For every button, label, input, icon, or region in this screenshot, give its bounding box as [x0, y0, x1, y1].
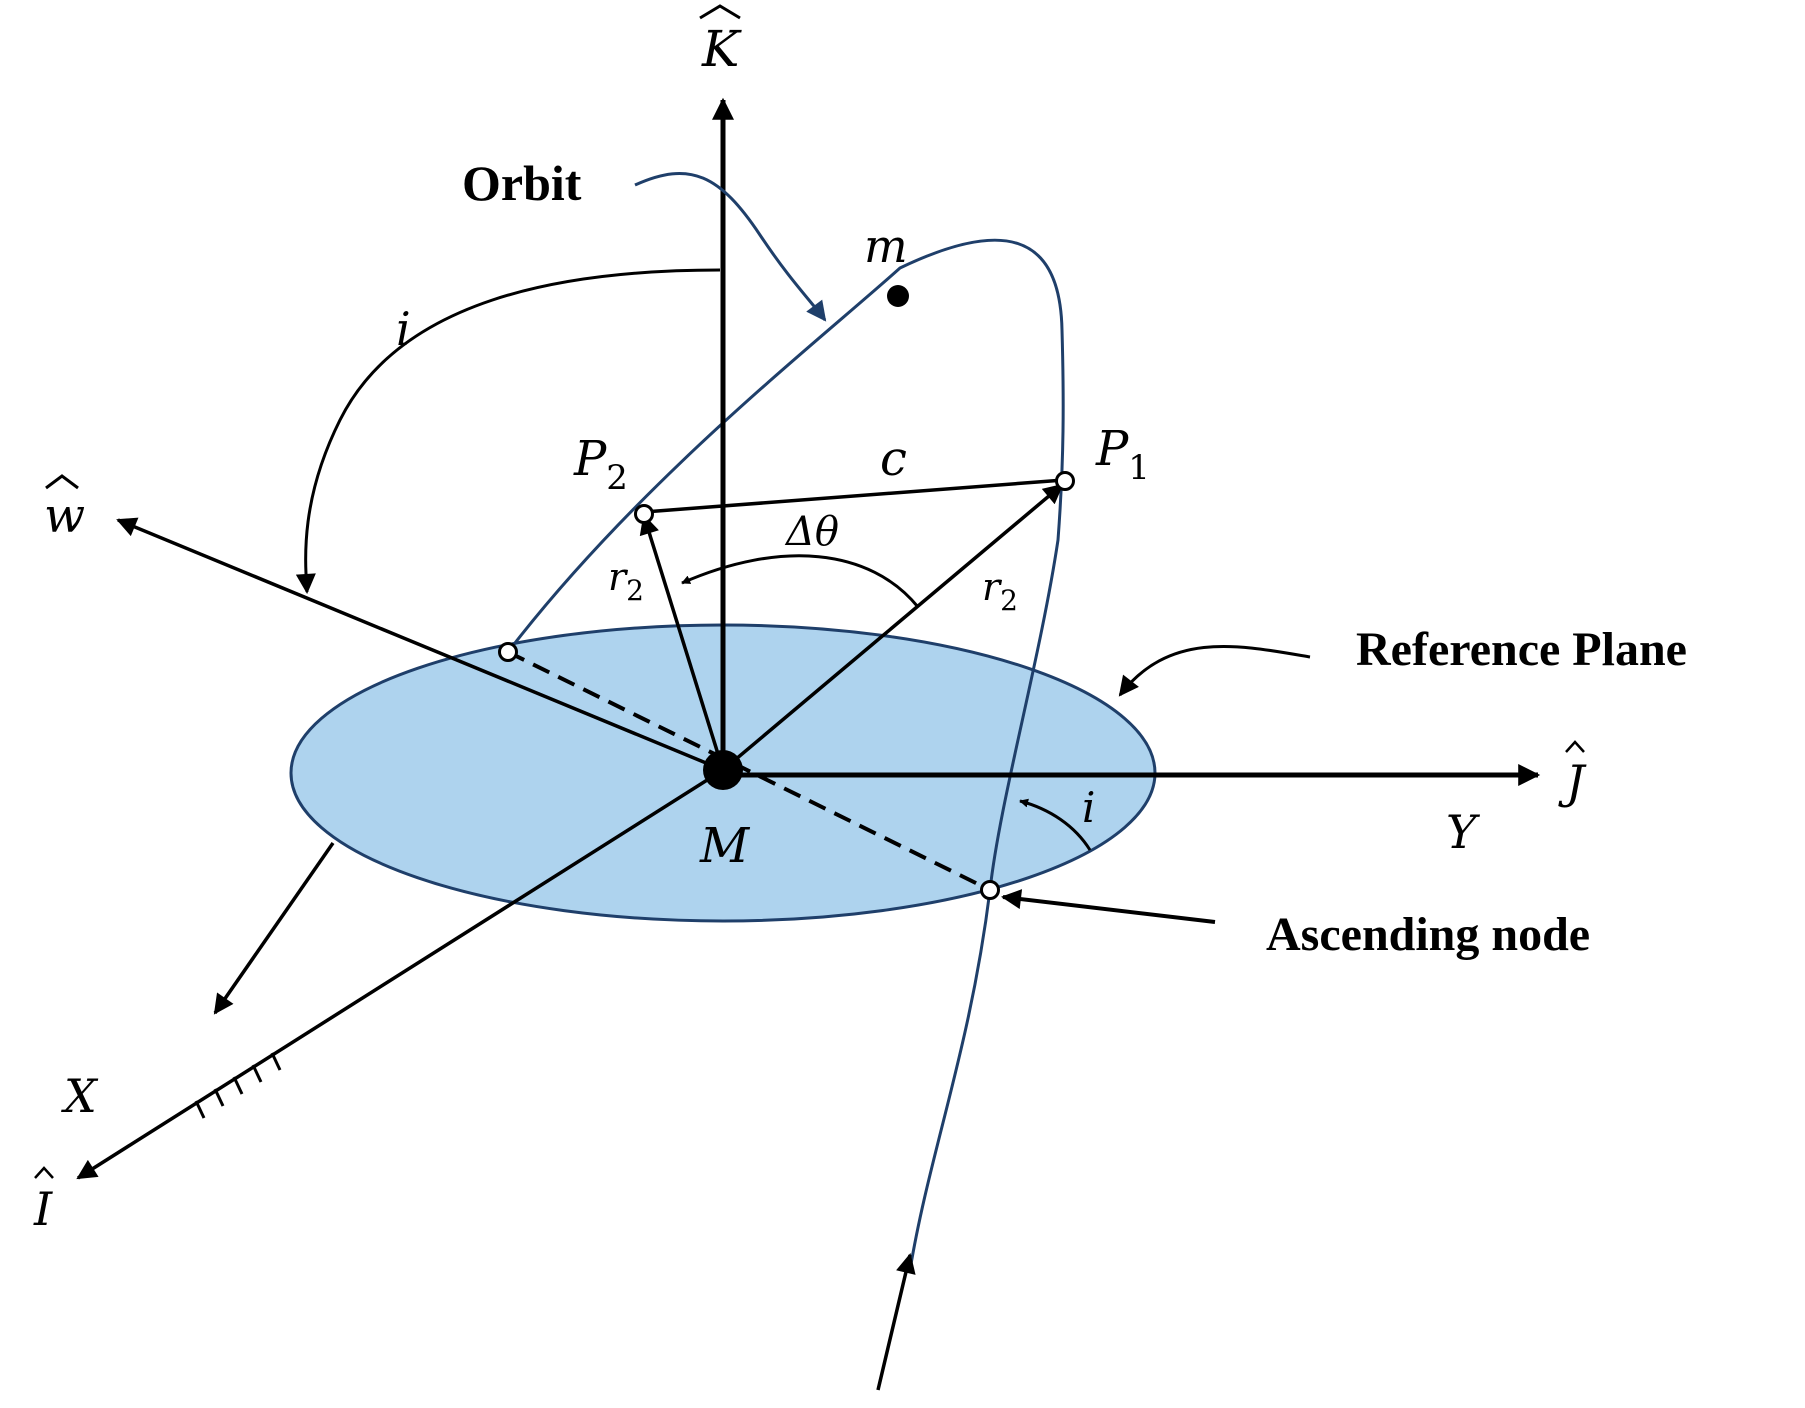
P1-label: P1: [1095, 421, 1150, 488]
reference-plane-arrow: [1118, 644, 1311, 697]
orbit-incoming-arrow: [876, 1253, 916, 1391]
r2-right-label: r2: [982, 565, 1018, 617]
i-axis: [76, 768, 724, 1180]
r2-left-vector: [639, 514, 725, 771]
point-P1: [1055, 471, 1075, 491]
P2-label: P2: [573, 431, 628, 498]
j-axis-label: J: [1558, 755, 1587, 809]
i-axis-label: I: [33, 1182, 53, 1236]
delta-theta-arc: [681, 554, 920, 608]
chord-line: [643, 478, 1065, 514]
w-hat: [45, 474, 79, 490]
ascending-node-point: [980, 880, 1000, 900]
descending-node-point: [498, 642, 518, 662]
j-hat: [1565, 740, 1585, 753]
orbit-label-arrow: [634, 171, 827, 322]
central-body-M: [703, 750, 743, 790]
center-M-label: M: [699, 818, 751, 874]
k-axis-label: K: [701, 20, 742, 78]
x-label: X: [61, 1069, 99, 1123]
inclination-arc-top: [295, 268, 721, 594]
ascending-node-arrow: [1001, 889, 1216, 924]
mass-m-label: m: [864, 219, 908, 273]
r2-right-vector: [721, 483, 1064, 772]
w-axis: [116, 517, 724, 772]
w-axis-label: w: [44, 488, 85, 544]
line-of-nodes: [507, 650, 991, 892]
y-label: Y: [1446, 805, 1481, 859]
mass-m-point: [887, 285, 909, 307]
reference-plane-label: Reference Plane: [1356, 623, 1687, 676]
delta-theta-label: Δθ: [784, 509, 839, 555]
point-P2: [634, 504, 654, 524]
chord-c-label: c: [880, 431, 907, 487]
inclination-top-label: i: [396, 302, 411, 356]
inclination-plane-label: i: [1082, 783, 1095, 832]
r2-left-label: r2: [608, 555, 644, 607]
inclination-arc-plane: [1019, 798, 1092, 851]
orbit-label: Orbit: [462, 155, 582, 211]
k-hat: [699, 4, 741, 20]
plane-normal-arrow: [213, 842, 335, 1015]
x-axis-hatch: [194, 1052, 282, 1119]
orbit-curve: [506, 238, 1065, 1271]
ascending-node-label: Ascending node: [1266, 908, 1590, 961]
i-hat: [34, 1166, 54, 1179]
